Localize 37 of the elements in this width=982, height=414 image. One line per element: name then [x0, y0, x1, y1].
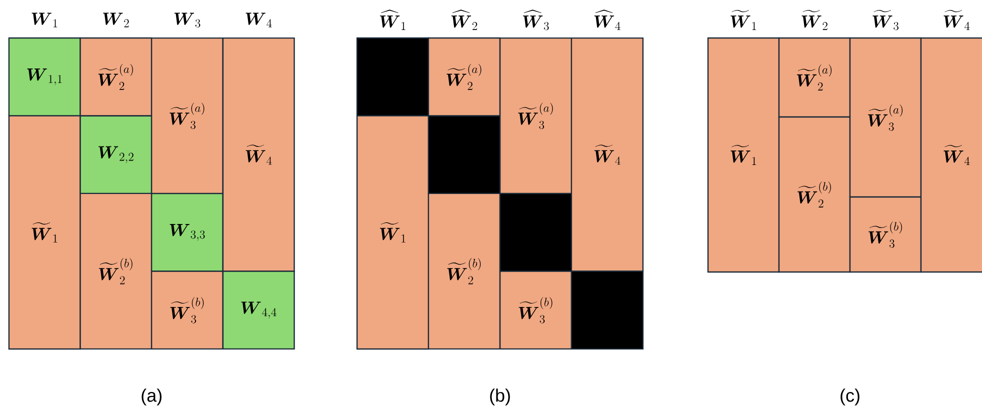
matrix-block: $\widetilde{\boldsymbol{W}}_3^{(b)}$: [849, 196, 922, 273]
matrix-block: $\widetilde{\boldsymbol{W}}_3^{(a)}$: [150, 37, 224, 194]
panel-label: (c): [840, 388, 860, 406]
masked-block: [570, 270, 644, 350]
masked-block: [499, 192, 572, 272]
matrix-block: $\widetilde{\boldsymbol{W}}_2^{(b)}$: [80, 192, 152, 350]
column-header: $\widehat{\boldsymbol{W}}_3$: [522, 10, 549, 30]
matrix-block: $\widetilde{\boldsymbol{W}}_2^{(a)}$: [428, 37, 501, 116]
matrix-block: $\boldsymbol{W}_{3,3}$: [150, 192, 224, 272]
matrix-block: $\widetilde{\boldsymbol{W}}_4$: [570, 37, 644, 272]
matrix-block: $\widetilde{\boldsymbol{W}}_3^{(a)}$: [499, 37, 572, 194]
matrix-block: $\boldsymbol{W}_{1,1}$: [8, 37, 81, 116]
matrix-block: $\widetilde{\boldsymbol{W}}_2^{(b)}$: [428, 192, 501, 350]
column-header: $\widetilde{\boldsymbol{W}}_1$: [730, 10, 756, 30]
matrix-block: $\widetilde{\boldsymbol{W}}_3^{(b)}$: [150, 270, 224, 350]
column-header: $\boldsymbol{W}_4$: [246, 12, 272, 28]
column-header: $\widehat{\boldsymbol{W}}_4$: [594, 10, 620, 30]
matrix-block: $\boldsymbol{W}_{4,4}$: [222, 270, 295, 350]
column-header: $\widehat{\boldsymbol{W}}_1$: [380, 10, 406, 30]
matrix-block: $\widetilde{\boldsymbol{W}}_2^{(a)}$: [80, 37, 152, 116]
column-header: $\widetilde{\boldsymbol{W}}_4$: [944, 10, 970, 30]
column-header: $\boldsymbol{W}_3$: [174, 12, 200, 28]
matrix-block: $\widetilde{\boldsymbol{W}}_3^{(b)}$: [499, 270, 572, 350]
matrix-block: $\widetilde{\boldsymbol{W}}_4$: [222, 37, 295, 272]
masked-block: [356, 37, 430, 116]
column-header: $\widetilde{\boldsymbol{W}}_3$: [872, 10, 899, 30]
column-header: $\widehat{\boldsymbol{W}}_2$: [451, 10, 478, 30]
masked-block: [428, 115, 501, 194]
matrix-block: $\boldsymbol{W}_{2,2}$: [80, 115, 152, 194]
column-header: $\boldsymbol{W}_1$: [32, 12, 58, 28]
matrix-block: $\widetilde{\boldsymbol{W}}_2^{(a)}$: [778, 37, 851, 118]
matrix-block: $\widetilde{\boldsymbol{W}}_1$: [8, 115, 81, 350]
panel-label: (b): [490, 388, 510, 406]
column-header: $\boldsymbol{W}_2$: [103, 12, 129, 28]
matrix-block: $\widetilde{\boldsymbol{W}}_1$: [356, 115, 430, 350]
panel-label: (a): [142, 388, 162, 406]
column-header: $\widetilde{\boldsymbol{W}}_2$: [802, 10, 828, 30]
